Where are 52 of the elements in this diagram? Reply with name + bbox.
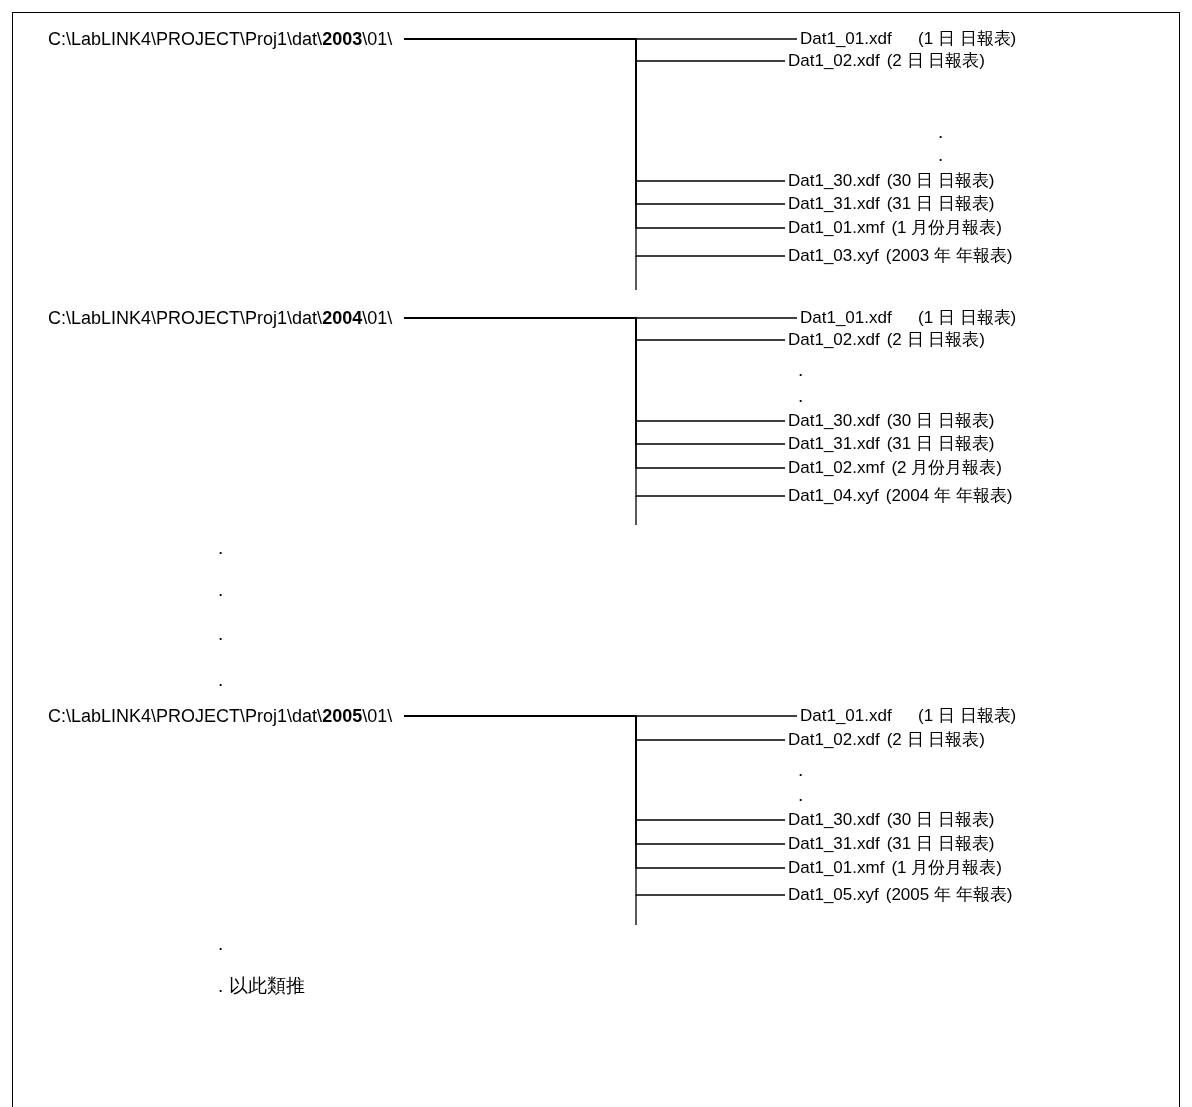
file-description: (31 日 日報表): [886, 194, 995, 214]
ellipsis-note: .: [938, 121, 944, 143]
file-name: Dat1_03.xyf: [788, 246, 879, 266]
file-description: (1 日 日報表): [918, 29, 1017, 49]
file-name: Dat1_30.xdf: [788, 171, 880, 191]
ellipsis-note: .: [218, 579, 224, 601]
ellipsis-note: .: [938, 144, 944, 166]
folder-path: C:\LabLINK4\PROJECT\Proj1\dat\2005\01\: [48, 705, 405, 727]
file-name: Dat1_01.xdf: [800, 706, 893, 726]
ellipsis-note: .: [218, 669, 224, 691]
file-name: Dat1_30.xdf: [788, 411, 880, 431]
file-description: (2 月份月報表): [891, 458, 1002, 478]
ellipsis-note: . 以此類推: [218, 975, 305, 997]
folder-path: C:\LabLINK4\PROJECT\Proj1\dat\2003\01\: [48, 28, 405, 50]
file-description: (2005 年 年報表): [885, 885, 1013, 905]
ellipsis-note: .: [218, 933, 224, 955]
file-name: Dat1_02.xdf: [788, 51, 880, 71]
file-name: Dat1_31.xdf: [788, 834, 880, 854]
file-name: Dat1_02.xdf: [788, 730, 880, 750]
file-description: (1 日 日報表): [918, 308, 1017, 328]
ellipsis-note: .: [218, 623, 224, 645]
file-description: (2 日 日報表): [886, 330, 985, 350]
ellipsis-note: .: [798, 385, 804, 407]
file-description: (1 月份月報表): [891, 218, 1002, 238]
file-description: (1 日 日報表): [918, 706, 1017, 726]
file-name: Dat1_01.xmf: [788, 218, 885, 238]
ellipsis-note: .: [798, 359, 804, 381]
ellipsis-note: .: [218, 537, 224, 559]
file-name: Dat1_30.xdf: [788, 810, 880, 830]
file-name: Dat1_02.xdf: [788, 330, 880, 350]
file-description: (1 月份月報表): [891, 858, 1002, 878]
file-name: Dat1_05.xyf: [788, 885, 879, 905]
file-name: Dat1_02.xmf: [788, 458, 885, 478]
file-name: Dat1_31.xdf: [788, 194, 880, 214]
file-name: Dat1_01.xdf: [800, 308, 893, 328]
file-description: (30 日 日報表): [886, 411, 995, 431]
file-name: Dat1_01.xmf: [788, 858, 885, 878]
folder-path: C:\LabLINK4\PROJECT\Proj1\dat\2004\01\: [48, 307, 405, 329]
file-description: (31 日 日報表): [886, 834, 995, 854]
file-description: (30 日 日報表): [886, 810, 995, 830]
file-description: (31 日 日報表): [886, 434, 995, 454]
ellipsis-note: .: [798, 759, 804, 781]
file-description: (2004 年 年報表): [885, 486, 1013, 506]
tree-branch-line: [403, 317, 786, 497]
file-name: Dat1_04.xyf: [788, 486, 879, 506]
file-name: Dat1_31.xdf: [788, 434, 880, 454]
ellipsis-note: .: [798, 784, 804, 806]
file-name: Dat1_01.xdf: [800, 29, 893, 49]
file-description: (2 日 日報表): [886, 51, 985, 71]
file-description: (30 日 日報表): [886, 171, 995, 191]
file-description: (2003 年 年報表): [885, 246, 1013, 266]
file-description: (2 日 日報表): [886, 730, 985, 750]
